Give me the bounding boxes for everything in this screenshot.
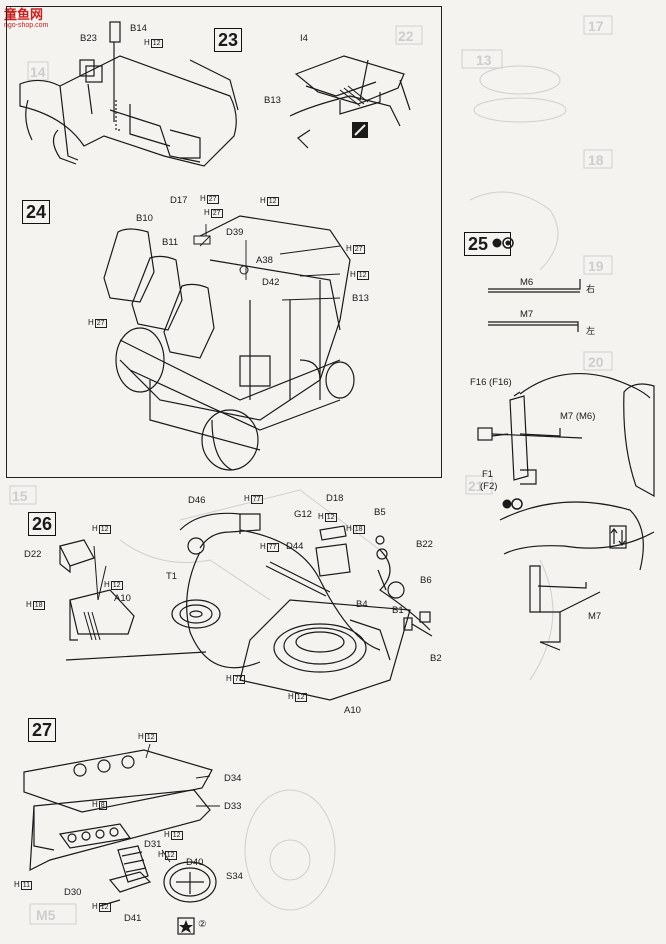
label-d40: D40 bbox=[186, 857, 204, 868]
ghost-step-21: 21 bbox=[468, 478, 484, 494]
step-23-number: 23 bbox=[214, 28, 243, 52]
ghost-step-18: 18 bbox=[588, 152, 604, 168]
ghost-step-14: 14 bbox=[30, 64, 46, 80]
ghost-step-22: 22 bbox=[398, 28, 414, 44]
label-d17: D17 bbox=[170, 195, 188, 206]
label-b10: B10 bbox=[136, 213, 153, 224]
watermark-url: ngo-shop.com bbox=[4, 22, 49, 29]
watermark-text: 童鱼网 bbox=[4, 7, 44, 22]
label-b23: B23 bbox=[80, 33, 97, 44]
label-m6: M6 bbox=[520, 277, 534, 288]
step-26-number: 26 bbox=[28, 512, 57, 536]
label-d41: D41 bbox=[124, 913, 142, 924]
steps-23-24-panel bbox=[6, 6, 442, 478]
label-b22: B22 bbox=[416, 539, 433, 550]
label-d30: D30 bbox=[64, 887, 82, 898]
label-b1: B1 bbox=[392, 605, 404, 616]
label-a38: A38 bbox=[256, 255, 273, 266]
ghost-step-m5: M5 bbox=[36, 907, 56, 923]
label-b2: B2 bbox=[430, 653, 442, 664]
label-d42: D42 bbox=[262, 277, 280, 288]
ghost-step-20: 20 bbox=[588, 354, 604, 370]
ghost-step-17: 17 bbox=[588, 18, 604, 34]
ghost-step-15: 15 bbox=[12, 488, 28, 504]
label-m7: M7 bbox=[520, 309, 534, 320]
label-left-kanji: 左 bbox=[586, 326, 596, 336]
label-i4: I4 bbox=[300, 33, 308, 44]
step-27-number: 27 bbox=[28, 718, 57, 742]
label-b14: B14 bbox=[130, 23, 147, 34]
label-d33: D33 bbox=[224, 801, 242, 812]
label-d18: D18 bbox=[326, 493, 344, 504]
label-b5: B5 bbox=[374, 507, 386, 518]
label-b6: B6 bbox=[420, 575, 432, 586]
ghost-step-13: 13 bbox=[476, 52, 492, 68]
label-a10-left: A10 bbox=[114, 593, 131, 604]
label-right-kanji: 右 bbox=[586, 284, 596, 294]
label-d22: D22 bbox=[24, 549, 42, 560]
label-d46: D46 bbox=[188, 495, 206, 506]
label-t1: T1 bbox=[166, 571, 178, 582]
label-b4: B4 bbox=[356, 599, 368, 610]
label-s34: S34 bbox=[226, 871, 243, 882]
label-g12: G12 bbox=[294, 509, 312, 520]
ghost-step-19: 19 bbox=[588, 258, 604, 274]
label-f2: (F2) bbox=[480, 481, 498, 492]
watermark-logo: 童鱼网 ngo-shop.com bbox=[4, 4, 48, 29]
label-b13-s24: B13 bbox=[352, 293, 369, 304]
label-f1: F1 bbox=[482, 469, 494, 480]
step-24-number: 24 bbox=[22, 200, 51, 224]
label-m7-lower: M7 bbox=[588, 611, 602, 622]
label-b11: B11 bbox=[162, 237, 179, 248]
label-d44: D44 bbox=[286, 541, 304, 552]
label-d34: D34 bbox=[224, 773, 242, 784]
label-circled-2: ② bbox=[198, 919, 207, 930]
label-d39: D39 bbox=[226, 227, 244, 238]
label-b13-s23: B13 bbox=[264, 95, 281, 106]
label-a10-tray: A10 bbox=[344, 705, 361, 716]
label-f16: F16 (F16) bbox=[470, 377, 512, 388]
label-m7-m6: M7 (M6) bbox=[560, 411, 596, 422]
label-d31: D31 bbox=[144, 839, 162, 850]
